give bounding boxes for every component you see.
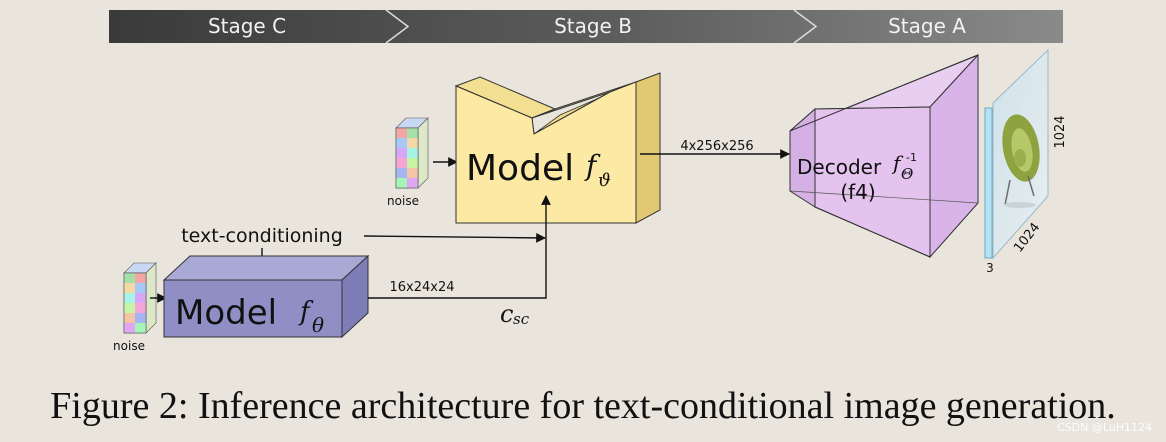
stage-c-noise-tensor (123, 262, 157, 334)
stage-b-model-label: Model (466, 148, 574, 189)
text-conditioning-label: text-conditioning (181, 225, 343, 247)
stage-a-decoder-block (789, 53, 979, 259)
stage-b-output-dims: 4x256x256 (680, 139, 753, 154)
stage-a-decoder-superscript: -1 (906, 151, 917, 164)
stage-c-output-arrow (368, 195, 551, 299)
stage-c-output-subscript: sc (513, 310, 530, 328)
stage-b-noise-label: noise (387, 194, 419, 208)
stage-b-label: Stage B (554, 14, 632, 38)
stage-b-model-block (454, 72, 661, 224)
text-conditioning-arrow-to-stage-b (363, 233, 546, 243)
stage-b-model-subscript: ϑ (598, 170, 611, 191)
stage-b-noise-tensor (395, 117, 429, 189)
stage-a-decoder-detail: (f4) (840, 180, 875, 204)
image-height-label: 1024 (1053, 115, 1068, 148)
stage-a-decoder-subscript: Θ (901, 165, 913, 183)
image-channels-label: 3 (986, 261, 994, 275)
stage-c-output-symbol: c (500, 300, 513, 328)
stage-c-output-dims: 16x24x24 (389, 280, 454, 295)
stage-a-label: Stage A (888, 14, 966, 38)
output-channel-strip (984, 107, 993, 259)
stage-bar-background (109, 10, 1063, 43)
stage-c-model-block (162, 254, 370, 339)
output-image (992, 48, 1049, 260)
stage-bar: Stage C Stage B Stage A (109, 9, 1063, 44)
stage-c-noise-label: noise (113, 339, 145, 353)
stage-c-model-subscript: θ (312, 313, 324, 337)
watermark: CSDN @LuH1124 (1056, 421, 1152, 434)
stage-a-decoder-label: Decoder (797, 155, 882, 179)
figure-caption: Figure 2: Inference architecture for tex… (50, 385, 1116, 427)
stage-divider-chevron (793, 9, 818, 44)
architecture-diagram: Stage C Stage B Stage A noise Model f ϑ … (109, 9, 1068, 353)
stage-divider-chevron (385, 9, 410, 44)
stage-c-model-label: Model (175, 293, 277, 333)
stage-c-label: Stage C (208, 14, 286, 38)
